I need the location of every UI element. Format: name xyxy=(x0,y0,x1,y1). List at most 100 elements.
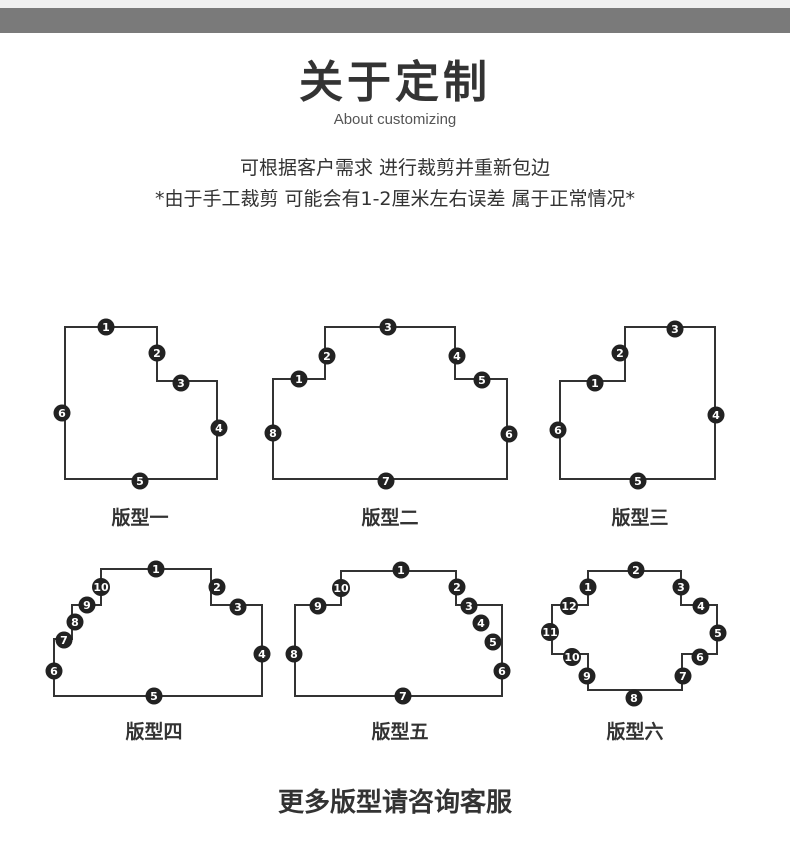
edge-number-label: 8 xyxy=(290,648,298,661)
edge-number-marker: 1 xyxy=(290,370,308,388)
edge-number-label: 5 xyxy=(478,374,486,387)
edge-number-label: 4 xyxy=(215,422,223,435)
description-line-1: 可根据客户需求 进行裁剪并重新包边 xyxy=(239,157,551,179)
edge-number-marker: 9 xyxy=(309,597,327,615)
edge-number-marker: 5 xyxy=(484,633,502,651)
template-outline xyxy=(294,570,503,697)
template-outline xyxy=(64,326,218,480)
edge-number-marker: 8 xyxy=(66,613,84,631)
template-diagram-5: 1 2 3 45 6 7 8 9 10 xyxy=(285,561,511,705)
edge-number-marker: 6 xyxy=(549,421,567,439)
edge-number-label: 2 xyxy=(323,350,331,363)
edge-number-label: 5 xyxy=(489,636,497,649)
edge-number-marker: 7 xyxy=(394,687,412,705)
template-outline xyxy=(272,326,508,480)
edge-number-label: 3 xyxy=(384,321,392,334)
edge-number-label: 5 xyxy=(136,475,144,488)
edge-number-marker: 2 xyxy=(627,561,645,579)
edge-number-marker: 8 xyxy=(285,645,303,663)
edge-number-marker: 9 xyxy=(78,596,96,614)
template-caption-2: 版型二 xyxy=(361,507,419,529)
edge-number-label: 11 xyxy=(542,626,557,639)
edge-number-label: 4 xyxy=(258,648,266,661)
page-subtitle: About customizing xyxy=(333,111,457,128)
edge-number-label: 9 xyxy=(314,600,322,613)
edge-number-label: 10 xyxy=(333,582,349,595)
edge-number-label: 9 xyxy=(83,599,91,612)
template-caption-3: 版型三 xyxy=(611,507,669,529)
edge-number-label: 2 xyxy=(213,581,221,594)
edge-number-label: 5 xyxy=(634,475,642,488)
edge-number-label: 1 xyxy=(397,564,405,577)
edge-number-marker: 11 xyxy=(541,623,559,641)
edge-number-label: 2 xyxy=(153,347,161,360)
edge-number-label: 8 xyxy=(71,616,79,629)
edge-number-label: 7 xyxy=(60,634,68,647)
edge-number-label: 5 xyxy=(714,627,722,640)
edge-number-marker: 5 xyxy=(709,624,727,642)
edge-number-marker: 8 xyxy=(264,424,282,442)
edge-number-marker: 5 xyxy=(145,687,163,705)
edge-number-label: 1 xyxy=(584,581,592,594)
edge-number-marker: 4 xyxy=(448,347,466,365)
edge-number-label: 6 xyxy=(554,424,562,437)
edge-number-label: 4 xyxy=(697,600,705,613)
edge-number-marker: 3 xyxy=(672,578,690,596)
edge-number-label: 9 xyxy=(583,670,591,683)
template-outline xyxy=(53,568,263,697)
edge-number-marker: 1 xyxy=(147,560,165,578)
edge-number-label: 4 xyxy=(453,350,461,363)
edge-number-marker: 12 xyxy=(560,597,578,615)
edge-number-marker: 6 xyxy=(45,662,63,680)
edge-number-marker: 10 xyxy=(92,578,110,596)
template-caption-5: 版型五 xyxy=(371,721,429,743)
edge-number-marker: 1 xyxy=(579,578,597,596)
page-title: 关于定制 xyxy=(299,57,491,108)
template-outline xyxy=(551,570,718,691)
template-diagram-3: 1 2 3 4 5 6 xyxy=(549,320,725,490)
edge-number-marker: 6 xyxy=(500,425,518,443)
edge-number-marker: 3 xyxy=(460,597,478,615)
edge-number-label: 2 xyxy=(453,581,461,594)
edge-number-marker: 2 xyxy=(208,578,226,596)
edge-number-marker: 4 xyxy=(692,597,710,615)
edge-number-marker: 3 xyxy=(229,598,247,616)
edge-number-marker: 3 xyxy=(172,374,190,392)
edge-number-marker: 7 xyxy=(377,472,395,490)
edge-number-marker: 4 xyxy=(253,645,271,663)
edge-number-marker: 5 xyxy=(131,472,149,490)
edge-number-label: 3 xyxy=(671,323,679,336)
edge-number-label: 10 xyxy=(564,651,580,664)
edge-number-label: 2 xyxy=(632,564,640,577)
edge-number-marker: 4 xyxy=(707,406,725,424)
edge-number-marker: 7 xyxy=(674,667,692,685)
description-line-2: *由于手工裁剪 可能会有1-2厘米左右误差 属于正常情况* xyxy=(154,188,636,210)
edge-number-marker: 1 xyxy=(392,561,410,579)
edge-number-label: 10 xyxy=(93,581,109,594)
edge-number-marker: 10 xyxy=(332,579,350,597)
edge-number-label: 4 xyxy=(477,617,485,630)
edge-number-label: 2 xyxy=(616,347,624,360)
edge-number-label: 1 xyxy=(591,377,599,390)
edge-number-label: 1 xyxy=(295,373,303,386)
edge-number-label: 6 xyxy=(696,651,704,664)
edge-number-label: 3 xyxy=(177,377,185,390)
template-caption-4: 版型四 xyxy=(125,721,183,743)
edge-number-label: 6 xyxy=(58,407,66,420)
edge-number-label: 6 xyxy=(505,428,513,441)
edge-number-label: 8 xyxy=(630,692,638,705)
edge-number-marker: 2 xyxy=(611,344,629,362)
edge-number-marker: 4 xyxy=(210,419,228,437)
edge-number-marker: 1 xyxy=(586,374,604,392)
edge-number-label: 7 xyxy=(399,690,407,703)
edge-number-marker: 6 xyxy=(53,404,71,422)
edge-number-label: 12 xyxy=(561,600,576,613)
footer-contact-note: 更多版型请咨询客服 xyxy=(277,788,512,818)
edge-number-marker: 3 xyxy=(666,320,684,338)
edge-number-label: 8 xyxy=(269,427,277,440)
edge-number-label: 6 xyxy=(498,665,506,678)
edge-number-marker: 9 xyxy=(578,667,596,685)
edge-number-marker: 4 xyxy=(472,614,490,632)
